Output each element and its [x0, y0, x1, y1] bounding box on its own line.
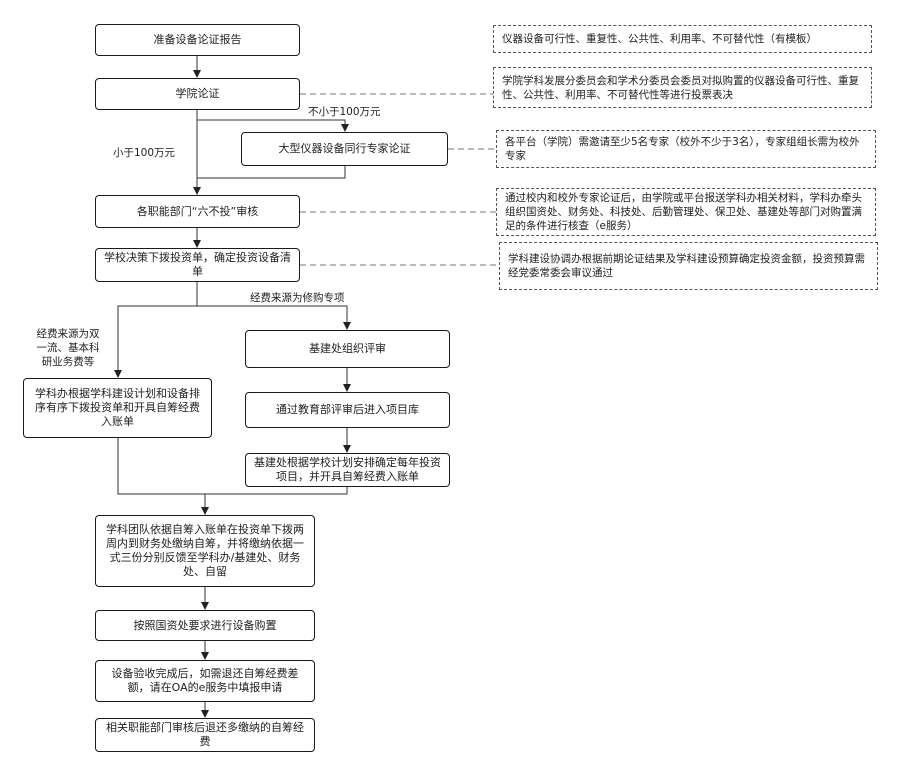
- note-text: 仪器设备可行性、重复性、公共性、利用率、不可替代性（有模板）: [502, 33, 817, 45]
- note-text: 各平台（学院）需邀请至少5名专家（校外不少于3名），专家组组长需为校外专家: [505, 136, 860, 162]
- note-text: 学科建设协调办根据前期论证结果及学科建设预算确定投资金额，投资预算需经党委常委会…: [508, 253, 865, 279]
- step-discipline-office: 学科办根据学科建设计划和设备排序有序下拨投资单和开具自筹经费入账单: [23, 378, 212, 438]
- step-annual-investment: 基建处根据学校计划安排确定每年投资项目，并开具自筹经费入账单: [245, 453, 450, 487]
- label-lt-100w: 小于100万元: [113, 146, 176, 160]
- step-prepare-report: 准备设备论证报告: [95, 24, 300, 56]
- step-text: 学校决策下拨投资单，确定投资设备清单: [104, 251, 291, 278]
- step-text: 通过教育部评审后进入项目库: [276, 403, 419, 416]
- label-xiugou: 经费来源为修购专项: [250, 291, 345, 305]
- step-infrastructure-review: 基建处组织评审: [245, 330, 450, 368]
- step-text: 基建处根据学校计划安排确定每年投资项目，并开具自筹经费入账单: [254, 456, 441, 483]
- step-expert-review: 大型仪器设备同行专家论证: [241, 132, 448, 166]
- step-project-library: 通过教育部评审后进入项目库: [245, 392, 450, 428]
- step-refund-request: 设备验收完成后，如需退还自筹经费差额，请在OA的e服务中填报申请: [95, 660, 315, 702]
- note-text: 通过校内和校外专家论证后，由学院或平台报送学科办相关材料，学科办牵头组织国资处、…: [505, 192, 862, 232]
- step-college-review: 学院论证: [95, 78, 300, 110]
- step-text: 准备设备论证报告: [153, 33, 242, 46]
- label-ge-100w: 不小于100万元: [308, 105, 381, 119]
- note-department-check: 通过校内和校外专家论证后，由学院或平台报送学科办相关材料，学科办牵头组织国资处、…: [496, 188, 876, 236]
- step-six-no-check: 各职能部门“六不投”审核: [95, 195, 300, 228]
- note-budget: 学科建设协调办根据前期论证结果及学科建设预算确定投资金额，投资预算需经党委常委会…: [499, 242, 878, 290]
- step-text: 相关职能部门审核后退还多缴纳的自筹经费: [106, 721, 304, 748]
- step-pay-self-funding: 学科团队依据自筹入账单在投资单下拨两周内到财务处缴纳自筹，并将缴纳依据一式三份分…: [95, 515, 315, 587]
- label-shuangyiliu: 经费来源为双一流、基本科研业务费等: [32, 327, 104, 369]
- step-school-decision: 学校决策下拨投资单，确定投资设备清单: [95, 248, 300, 282]
- note-experts: 各平台（学院）需邀请至少5名专家（校外不少于3名），专家组组长需为校外专家: [496, 130, 876, 168]
- step-text: 各职能部门“六不投”审核: [136, 204, 259, 218]
- step-text: 基建处组织评审: [309, 342, 386, 355]
- step-text: 按照国资处要求进行设备购置: [133, 618, 277, 632]
- step-text: 设备验收完成后，如需退还自筹经费差额，请在OA的e服务中填报申请: [111, 667, 299, 694]
- note-college-vote: 学院学科发展分委员会和学术分委员会委员对拟购置的仪器设备可行性、重复性、公共性、…: [493, 67, 872, 108]
- step-text: 学院论证: [175, 87, 220, 100]
- note-report: 仪器设备可行性、重复性、公共性、利用率、不可替代性（有模板）: [493, 25, 872, 53]
- step-purchase: 按照国资处要求进行设备购置: [95, 610, 315, 641]
- step-text: 大型仪器设备同行专家论证: [278, 142, 411, 155]
- step-text: 学科办根据学科建设计划和设备排序有序下拨投资单和开具自筹经费入账单: [35, 387, 200, 428]
- step-refund: 相关职能部门审核后退还多缴纳的自筹经费: [95, 718, 315, 752]
- note-text: 学院学科发展分委员会和学术分委员会委员对拟购置的仪器设备可行性、重复性、公共性、…: [502, 74, 859, 101]
- step-text: 学科团队依据自筹入账单在投资单下拨两周内到财务处缴纳自筹，并将缴纳依据一式三份分…: [106, 523, 304, 578]
